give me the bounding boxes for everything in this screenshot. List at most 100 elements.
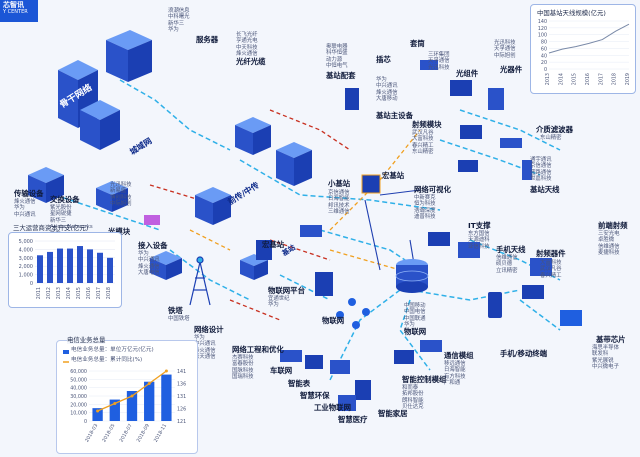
iot-net-title: 物联网 — [322, 316, 345, 325]
terminal-title: 手机/移动终端 — [500, 349, 548, 358]
telecom-line-point — [130, 394, 134, 398]
capex-ytick: 5,000 — [19, 239, 33, 245]
iot-companies: 中国移动 中国电信 中国联通 华为 — [404, 303, 426, 329]
capex-ytick: 4,000 — [19, 247, 33, 253]
metro-label: 城域网 — [128, 135, 154, 156]
telecom-chart-title: 电信业务总量 — [67, 335, 106, 344]
dashed-links — [39, 79, 561, 381]
connect-title: 接入设备 — [138, 241, 168, 250]
optical-comp-title: 光组件 — [456, 69, 479, 78]
rf-front-companies: 三安光电 卓胜微 信维通信 麦捷科技 — [598, 231, 620, 257]
env-title: 智慧环保 — [300, 391, 330, 400]
capex-xtick: 2011 — [36, 287, 42, 299]
antenna-xtick: 2014 — [558, 73, 564, 85]
capex-bar — [47, 251, 53, 283]
telecom-ytick-left: 20,000 — [70, 402, 87, 408]
telecom-ytick-left: 40,000 — [70, 386, 87, 392]
antenna-xtick: 2017 — [598, 73, 604, 85]
telecom-ytick-left: 0 — [84, 419, 87, 425]
antenna-ytick: 140 — [538, 19, 547, 25]
capex-ytick: 2,000 — [19, 264, 33, 270]
logo-subtext: Y CENTER — [3, 8, 28, 15]
telecom-ytick-left: 10,000 — [70, 411, 87, 417]
filter-title: 介质滤波器 — [536, 125, 573, 134]
tower-companies: 中国铁塔 — [168, 316, 190, 322]
it-title: IT支撑 — [468, 221, 491, 230]
filter-companies: 东山精密 — [540, 135, 562, 141]
telecom-bar — [109, 399, 120, 421]
solid-links — [364, 189, 421, 271]
server-title: 服务器 — [196, 35, 219, 44]
capex-chart-title: 三大运营商资本开支(亿元) — [13, 224, 89, 232]
antenna-chart-title: 中国基站天线规模(亿元) — [537, 9, 606, 17]
telecom-bar — [144, 381, 155, 421]
rf-title: 射频模块 — [412, 120, 442, 129]
telecom-bar — [126, 391, 138, 421]
antenna-ytick: 80 — [541, 40, 547, 46]
switch-title: 交换设备 — [50, 195, 80, 204]
capex-bar — [67, 248, 73, 283]
tower-title: 铁塔 — [168, 306, 183, 315]
telecom-xtick: 2018-07 — [119, 423, 134, 443]
netdesign-companies: 华为 中兴通讯 烽火通信 京天通信 — [194, 335, 216, 361]
capex-xtick: 2018 — [106, 287, 112, 299]
telecom-line-point — [164, 369, 168, 373]
antenna-ytick: 60 — [541, 46, 547, 52]
iot-title: 物联网 — [404, 327, 427, 336]
fronthaul-label: 前传/中传 — [226, 180, 261, 207]
telecom-line-point — [113, 402, 117, 405]
telecom-legend-bar: 电信业务总量：单位万亿元(亿元) — [71, 347, 154, 353]
netviz-companies: 中新赛克 恒为科技 浩瀚深度 迪普科技 — [414, 195, 436, 221]
antenna-xtick: 2018 — [612, 73, 618, 85]
telecom-ytick-left: 30,000 — [70, 394, 87, 400]
small-bs-companies: 京信通信 日海智能 邦讯技术 三维通信 — [328, 190, 350, 216]
bs-parts-title: 基站配套 — [326, 71, 356, 80]
telecom-ytick-right: 141 — [177, 369, 186, 375]
wear-title: 智能表 — [288, 379, 311, 388]
bs-main-companies: 华为 中兴通讯 烽火通信 大唐移动 — [376, 77, 398, 103]
antenna-ytick: 40 — [541, 53, 547, 59]
small-bs-title: 小基站 — [328, 179, 351, 188]
optical-comp-companies: 三环集团 天孚通信 光迅科技 — [428, 52, 450, 71]
optical-module-title: 光模块 — [108, 227, 130, 237]
macro-bs2-title: 宏基站 — [262, 240, 285, 249]
telecom-xtick: 2018-11 — [153, 423, 168, 443]
transport-title: 传输设备 — [14, 189, 44, 198]
optical-dev-title: 光器件 — [500, 65, 523, 74]
car-title: 车联网 — [270, 366, 293, 375]
smart-ctrl-title: 智能控制模组 — [402, 375, 447, 384]
antenna-xtick: 2016 — [585, 73, 591, 85]
home-title: 智能家居 — [378, 409, 408, 418]
bb-chip-companies: 海思半导体 联发科 紫光展锐 中兴微电子 — [592, 345, 619, 371]
telecom-ytick-right: 136 — [177, 382, 186, 388]
server-companies: 浪潮信息 中科曙光 新华三 华为 — [168, 8, 190, 34]
capex-xtick: 2012 — [46, 287, 52, 299]
bb-chip-title: 基带芯片 — [596, 335, 626, 344]
capex-bar — [37, 255, 43, 283]
antenna-line — [548, 23, 630, 54]
capex-xtick: 2014 — [66, 287, 72, 299]
telecom-bar — [161, 374, 172, 421]
rf-dev-title: 射频器件 — [536, 249, 566, 258]
antenna-ytick: 0 — [544, 67, 547, 73]
telecom-ytick-left: 60,000 — [70, 369, 87, 375]
rf-dev-companies: 大富科技 武汉凡谷 春兴精工 — [540, 260, 562, 279]
telecom-line-point — [147, 382, 151, 385]
netdesign-title: 网络设计 — [194, 325, 224, 334]
plugin-title: 插芯 — [376, 55, 391, 64]
capex-xtick: 2016 — [86, 287, 92, 299]
telecom-line-point — [96, 409, 100, 413]
telecom-chart: 60,00050,00040,00030,00020,00010,0000141… — [63, 350, 186, 443]
neteng-companies: 杰赛科技 富春股份 国脉科技 国瑞科技 — [232, 355, 254, 381]
telecom-bar — [92, 408, 103, 421]
bs-main-title: 基站主设备 — [376, 111, 413, 120]
capex-bar — [77, 246, 83, 283]
capex-bar — [107, 257, 113, 283]
capex-ytick: 3,000 — [19, 256, 33, 262]
medical-title: 智慧医疗 — [338, 415, 368, 424]
